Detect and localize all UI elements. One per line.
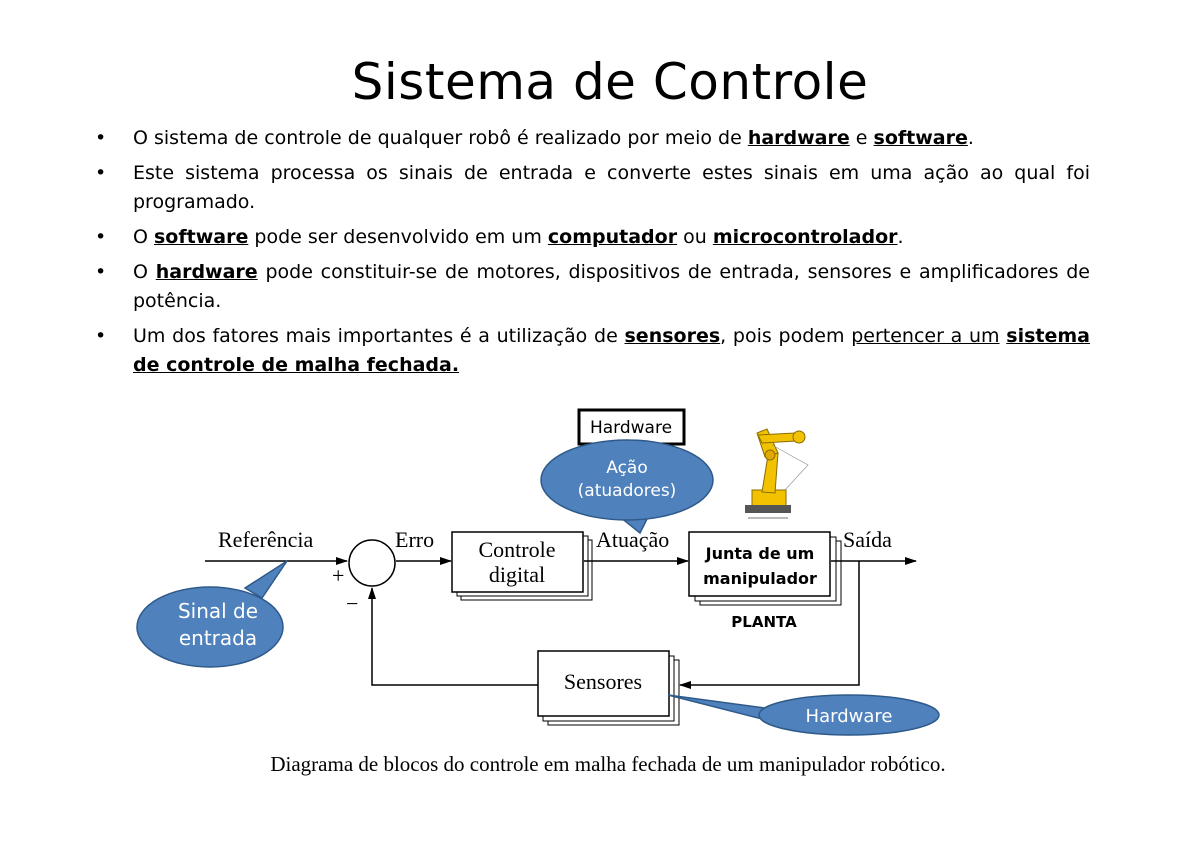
- bullet-text: O: [133, 261, 156, 283]
- bullet-text: pode constituir-se de motores, dispositi…: [133, 261, 1090, 312]
- minus-sign: −: [346, 591, 358, 616]
- sensores-block: [537, 650, 670, 717]
- bold-keyword: sistema de controle de malha fechada.: [133, 325, 1090, 376]
- summing-junction: [348, 539, 396, 587]
- bullet-item: Um dos fatores mais importantes é a util…: [95, 322, 1090, 380]
- bullet-text: e: [849, 127, 874, 149]
- bullet-item: O software pode ser desenvolvido em um c…: [95, 223, 1090, 252]
- bullet-text: pode ser desenvolvido em um: [248, 226, 548, 248]
- hardware-bubble: [758, 694, 940, 736]
- underlined-text: pertencer a um: [851, 325, 1000, 347]
- bullet-item: Este sistema processa os sinais de entra…: [95, 159, 1090, 217]
- feedback-path-right: [679, 561, 860, 689]
- junta-block: [688, 531, 831, 597]
- acao-bubble-body: [540, 439, 714, 521]
- sinal-bubble-pointer: [243, 560, 288, 600]
- saida-label: Saída: [843, 527, 892, 552]
- bullet-text: O sistema de controle de qualquer robô é…: [133, 127, 748, 149]
- sinal-bubble: [136, 586, 284, 668]
- bullet-text: .: [967, 127, 974, 149]
- bold-keyword: hardware: [747, 127, 850, 149]
- acao-bubble-line1: Ação: [606, 458, 648, 478]
- bold-keyword: hardware: [155, 261, 258, 283]
- controle-block: [451, 531, 584, 593]
- bold-keyword: computador: [547, 226, 678, 248]
- bold-keyword: microcontrolador: [712, 226, 898, 248]
- junta-block-line1: Junta de um: [705, 544, 815, 563]
- hardware-label-box: [577, 408, 686, 446]
- bullet-text: .: [897, 226, 904, 248]
- bold-keyword: software: [154, 226, 249, 248]
- bullet-list: O sistema de controle de qualquer robô é…: [95, 124, 1090, 386]
- plus-sign: +: [332, 563, 344, 588]
- sinal-bubble-line2: entrada: [179, 626, 257, 650]
- bold-keyword: sensores: [624, 325, 721, 347]
- erro-label: Erro: [395, 527, 434, 552]
- bullet-text: , pois podem: [720, 325, 852, 347]
- referencia-label: Referência: [218, 527, 313, 552]
- controle-block-line1: Controle: [479, 537, 556, 562]
- feedback-path-left: [368, 587, 538, 686]
- planta-label: PLANTA: [731, 613, 797, 631]
- bullet-item: O sistema de controle de qualquer robô é…: [95, 124, 1090, 153]
- bullet-text: ou: [677, 226, 713, 248]
- bullet-item: O hardware pode constituir-se de motores…: [95, 258, 1090, 316]
- block-diagram: Hardware Ação (atuadores) + − Referência…: [136, 408, 946, 776]
- diagram-caption: Diagrama de blocos do controle em malha …: [270, 752, 945, 776]
- sensores-block-label: Sensores: [564, 669, 642, 694]
- hardware-label-text: Hardware: [590, 418, 672, 438]
- atuacao-label: Atuação: [596, 527, 669, 552]
- hardware-bubble-label: Hardware: [806, 706, 893, 727]
- acao-bubble-line2: (atuadores): [578, 481, 677, 501]
- bold-keyword: software: [873, 127, 968, 149]
- robot-arm-icon: [745, 428, 809, 519]
- sinal-bubble-line1: Sinal de: [178, 599, 258, 623]
- bullet-text: Um dos fatores mais importantes é a util…: [133, 325, 625, 347]
- bullet-text: O: [133, 226, 154, 248]
- bullet-text: Este sistema processa os sinais de entra…: [133, 162, 1090, 213]
- hardware-bubble-pointer: [667, 694, 772, 723]
- controle-block-line2: digital: [489, 562, 545, 587]
- junta-block-line2: manipulador: [703, 569, 817, 588]
- page-title: Sistema de Controle: [351, 53, 869, 111]
